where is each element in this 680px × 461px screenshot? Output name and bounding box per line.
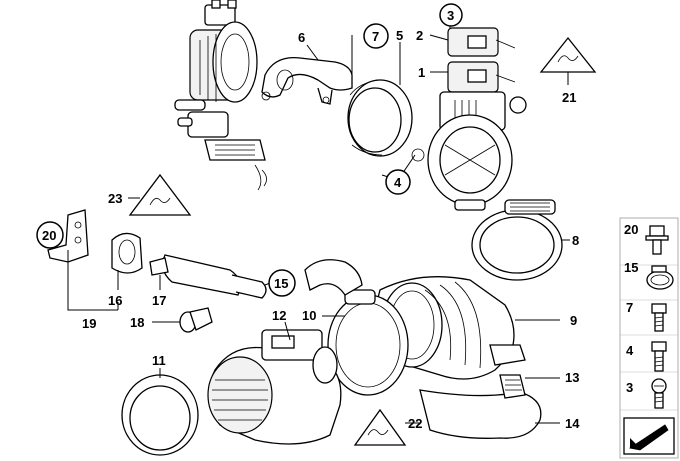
callout-9: 9 — [570, 313, 577, 328]
hose-clamp-icon — [646, 265, 674, 290]
callout-23: 23 — [108, 191, 122, 206]
svg-text:5: 5 — [396, 28, 403, 43]
svg-text:16: 16 — [108, 293, 122, 308]
svg-text:4: 4 — [626, 343, 634, 358]
svg-text:20: 20 — [624, 222, 638, 237]
svg-text:11: 11 — [152, 353, 166, 368]
callout-3: 3 — [439, 3, 463, 27]
callout-7: 7 — [363, 23, 389, 49]
svg-text:10: 10 — [302, 308, 316, 323]
warning-triangle-22 — [353, 408, 407, 446]
svg-text:15: 15 — [274, 276, 288, 291]
svg-text:8: 8 — [572, 233, 579, 248]
svg-text:2: 2 — [416, 28, 423, 43]
air-mass-meter — [207, 329, 342, 445]
svg-text:21: 21 — [562, 90, 576, 105]
svg-text:22: 22 — [408, 416, 422, 431]
leader-lines — [67, 15, 570, 424]
svg-text:23: 23 — [108, 191, 122, 206]
callout-8: 8 — [572, 233, 579, 248]
throttle-actuator — [411, 27, 527, 211]
callout-1: 1 — [418, 65, 425, 80]
hose-clamp — [471, 199, 563, 281]
hex-bolt-washer-icon — [645, 225, 669, 255]
callout-2: 2 — [416, 28, 423, 43]
hex-bolt-icon — [651, 303, 667, 332]
callout-19: 19 — [82, 316, 96, 331]
gasket — [261, 56, 353, 105]
callout-18: 18 — [130, 315, 144, 330]
hardware-item-7: 7 — [626, 300, 667, 332]
vent-hose — [419, 374, 542, 439]
callout-15: 15 — [268, 269, 296, 297]
callout-4: 4 — [385, 169, 411, 195]
hardware-item-20: 20 — [624, 222, 669, 255]
svg-text:7: 7 — [626, 300, 633, 315]
throttle-body — [174, 0, 267, 191]
hardware-item-4: 4 — [626, 341, 667, 372]
callout-5: 5 — [396, 28, 403, 43]
svg-text:4: 4 — [394, 175, 402, 190]
callout-14: 14 — [565, 416, 580, 431]
rubber-mount — [111, 232, 143, 274]
callout-10: 10 — [302, 308, 316, 323]
svg-text:3: 3 — [626, 380, 633, 395]
svg-text:12: 12 — [272, 308, 286, 323]
svg-text:18: 18 — [130, 315, 144, 330]
callout-11: 11 — [152, 353, 166, 368]
svg-text:15: 15 — [624, 260, 638, 275]
svg-text:19: 19 — [82, 316, 96, 331]
callout-20: 20 — [36, 221, 64, 249]
grommet — [179, 307, 213, 333]
hex-bolt-long-icon — [651, 341, 667, 372]
callout-22: 22 — [408, 416, 422, 431]
hardware-item-15: 15 — [624, 260, 674, 290]
secondary-air-pump — [149, 254, 267, 299]
slotted-screw-icon — [651, 378, 667, 409]
svg-text:7: 7 — [372, 29, 379, 44]
warning-triangle-23 — [128, 173, 192, 216]
callout-16: 16 — [108, 293, 122, 308]
callout-17: 17 — [152, 293, 166, 308]
svg-text:13: 13 — [565, 370, 579, 385]
clamp-ring — [327, 289, 409, 396]
seal-ring — [347, 79, 413, 157]
svg-text:20: 20 — [42, 228, 56, 243]
hardware-panel: 20 15 7 4 — [619, 217, 679, 459]
callout-13: 13 — [565, 370, 579, 385]
connector-hose — [304, 259, 363, 296]
diagonal-arrow-icon — [623, 417, 675, 455]
callout-12: 12 — [272, 308, 286, 323]
svg-text:6: 6 — [298, 30, 305, 45]
callout-6: 6 — [298, 30, 305, 45]
svg-text:3: 3 — [447, 8, 454, 23]
svg-text:9: 9 — [570, 313, 577, 328]
callout-21: 21 — [562, 90, 576, 105]
hardware-item-3: 3 — [626, 378, 667, 409]
svg-text:17: 17 — [152, 293, 166, 308]
seal-11 — [121, 374, 199, 456]
bracket — [47, 209, 89, 263]
warning-triangle-21 — [539, 36, 597, 73]
svg-text:14: 14 — [565, 416, 580, 431]
svg-text:1: 1 — [418, 65, 425, 80]
